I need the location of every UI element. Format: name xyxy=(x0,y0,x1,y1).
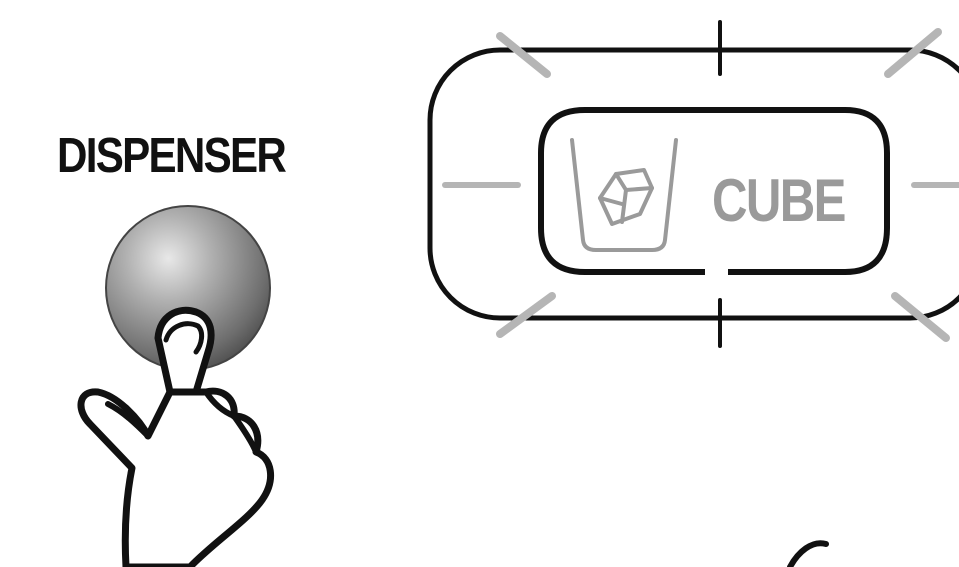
dispenser-label: DISPENSER xyxy=(57,129,287,183)
cube-mode-label: CUBE xyxy=(712,167,846,234)
partial-outline xyxy=(787,540,829,567)
pointing-hand-icon xyxy=(77,306,274,567)
ice-cube-glass-icon xyxy=(570,138,678,252)
control-panel-outline xyxy=(427,47,959,321)
blink-indicator-rays xyxy=(442,20,959,348)
cube-display-frame xyxy=(538,107,890,275)
